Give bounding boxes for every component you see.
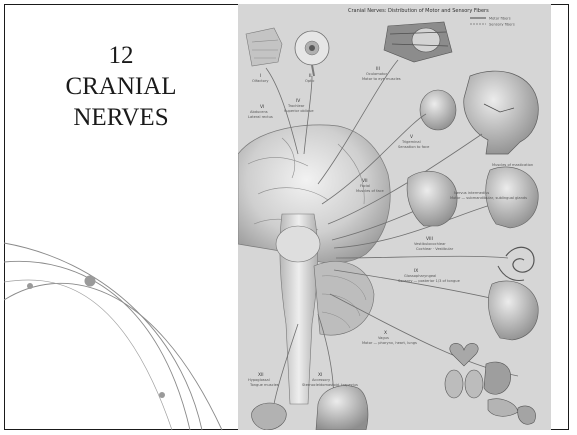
neck-illustration <box>316 386 368 430</box>
tongue-illustration <box>252 403 287 430</box>
title-line: 12 <box>42 40 200 71</box>
diagram-illustration: Cranial Nerves: Distribution of Motor an… <box>238 4 551 430</box>
head-trigeminal-illustration <box>420 90 456 130</box>
annotation-oculomotor: Motor to eye muscles <box>362 77 401 81</box>
diagram-heading: Cranial Nerves: Distribution of Motor an… <box>348 8 489 14</box>
decorative-dot-large <box>85 276 96 287</box>
annotation-vestibulocochlear: Cochlear · Vestibular <box>416 247 454 251</box>
eye-illustration <box>295 31 329 76</box>
title-line: NERVES <box>42 102 200 133</box>
nerve-name-vestibulocochlear: Vestibulocochlear <box>414 242 446 246</box>
nerve-name-trigeminal: Trigeminal <box>401 140 421 144</box>
cerebellum-illustration <box>314 261 374 335</box>
head-throat-illustration <box>488 281 538 340</box>
annotation-facial: Muscles of face <box>356 189 385 193</box>
cranial-nerves-diagram: Cranial Nerves: Distribution of Motor an… <box>238 4 551 430</box>
nerve-name-hypoglossal: Hypoglossal <box>248 378 270 382</box>
annotation-glossopharyngeal: Sensory — posterior 1/3 of tongue <box>398 279 461 283</box>
nerve-name-facial: Facial <box>360 184 370 188</box>
annotation-vagus: Motor — pharynx, heart, lungs <box>362 341 417 345</box>
thoracic-organs-illustration <box>445 343 536 424</box>
annotation-hypoglossal: Tongue muscles <box>249 383 279 387</box>
nerve-name-vagus: Vagus <box>378 336 389 340</box>
annotation-abducens: Lateral rectus <box>248 115 273 119</box>
annotation-trochlear: Superior oblique <box>284 109 314 113</box>
decorative-dot-small <box>159 392 165 398</box>
nerve-name-glossopharyngeal: Glossopharyngeal <box>404 274 436 278</box>
nerve-name-oculomotor: Oculomotor <box>366 72 388 76</box>
title-line: CRANIAL <box>42 71 200 102</box>
annotation-intermedius: Motor — submandibular, sublingual glands <box>450 196 527 200</box>
nerve-name-abducens: Abducens <box>250 110 268 114</box>
nerve-name-accessory: Accessory <box>312 378 331 382</box>
nerve-name-optic: Optic <box>305 79 315 83</box>
nerve-name-intermedius: Nervus intermedius <box>454 191 489 195</box>
brainstem-illustration <box>276 214 320 404</box>
decorative-dot-small <box>27 283 33 289</box>
annotation-trigeminal: Sensation to face <box>398 145 430 149</box>
inner-ear-illustration <box>498 247 534 280</box>
annotation-accessory: Sternocleidomastoid, trapezius <box>302 383 358 387</box>
head-profile-upper-illustration <box>464 71 539 154</box>
nerve-name-olfactory: Olfactory <box>252 79 269 83</box>
nerve-name-trochlear: Trochlear <box>287 104 305 108</box>
nose-illustration <box>246 28 282 66</box>
legend-motor: Motor fibers <box>489 17 511 21</box>
annotation-mastication: Muscles of mastication <box>492 163 533 167</box>
eye-muscles-illustration <box>384 22 452 62</box>
slide-title: 12 CRANIAL NERVES <box>42 40 200 133</box>
legend-sensory: Sensory fibers <box>489 23 515 27</box>
